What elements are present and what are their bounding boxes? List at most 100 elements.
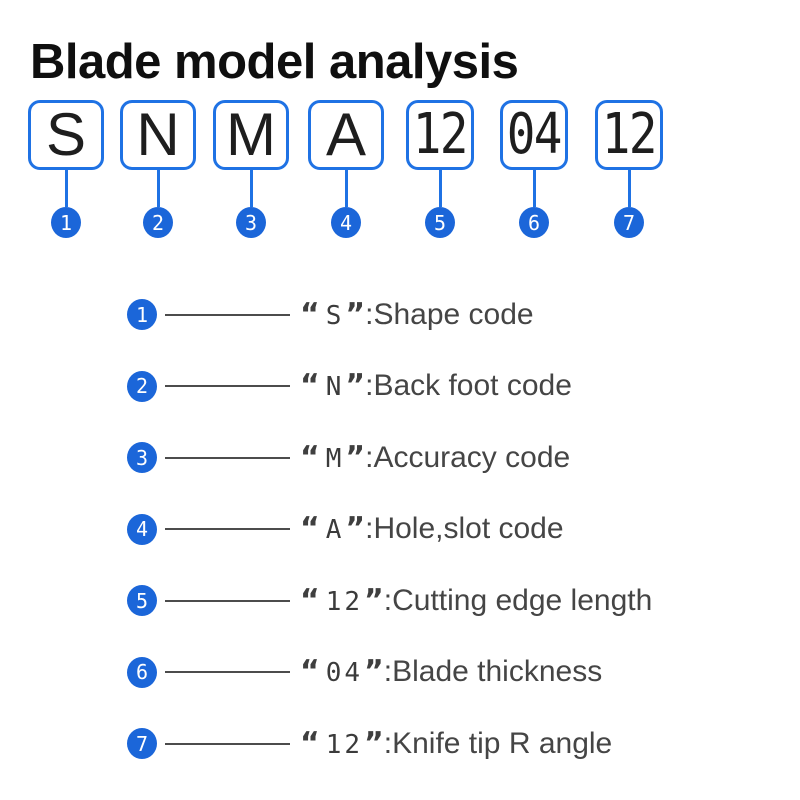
close-quote: ” (345, 296, 366, 332)
legend-line (165, 599, 290, 602)
code-box-7: 12 (595, 100, 663, 170)
colon: : (383, 655, 393, 689)
legend-code-value: 04 (325, 658, 364, 689)
code-box-6: 04 (500, 100, 568, 170)
legend-description: Cutting edge length (392, 583, 653, 617)
code-value: N (136, 101, 180, 168)
legend-code-value: N (325, 372, 345, 403)
legend-index-badge-7: 7 (127, 728, 157, 760)
connector-line (249, 170, 253, 207)
code-box-4: A (308, 100, 384, 170)
legend-index-badge-6: 6 (127, 656, 157, 688)
code-value: S (45, 101, 87, 168)
legend-row-6: 6 “ 04 ” : Blade thickness (127, 637, 652, 709)
legend-index-badge-2: 2 (127, 370, 157, 402)
connector-line (64, 170, 68, 207)
legend-index-badge-1: 1 (127, 299, 157, 331)
close-quote: ” (345, 511, 366, 547)
legend-row-7: 7 “ 12 ” : Knife tip R angle (127, 708, 652, 780)
code-value: 04 (507, 102, 563, 167)
legend-description: Blade thickness (392, 655, 603, 689)
index-badge-6: 6 (519, 207, 549, 238)
code-value: 12 (602, 102, 658, 167)
legend-text: “ 12 ” : Cutting edge length (300, 584, 652, 618)
open-quote: “ (300, 296, 320, 332)
legend-code-value: 12 (325, 586, 364, 617)
legend-text: “ A ” : Hole,slot code (300, 512, 564, 546)
colon: : (365, 512, 374, 546)
connector-line (156, 170, 160, 207)
index-badge-4: 4 (331, 207, 361, 238)
legend-line (165, 671, 290, 674)
legend-line (165, 456, 290, 459)
legend-description: Hole,slot code (373, 512, 564, 546)
legend-description: Back foot code (373, 369, 572, 403)
legend-code-value: M (325, 443, 345, 474)
legend-line (165, 313, 290, 316)
model-code-row: S 1 N 2 M 3 A 4 12 5 04 6 (0, 100, 800, 242)
colon: : (365, 369, 374, 403)
code-segment-6: 04 6 (500, 100, 568, 238)
colon: : (365, 297, 374, 331)
close-quote: ” (345, 368, 366, 404)
legend-row-3: 3 “ M ” : Accuracy code (127, 422, 652, 494)
index-badge-1: 1 (51, 207, 81, 238)
open-quote: “ (300, 368, 320, 404)
index-badge-7: 7 (614, 207, 644, 238)
legend-text: “ N ” : Back foot code (300, 369, 572, 403)
open-quote: “ (300, 725, 320, 761)
code-segment-4: A 4 (308, 100, 384, 238)
index-badge-3: 3 (236, 207, 266, 238)
close-quote: ” (364, 582, 384, 618)
code-segment-2: N 2 (120, 100, 196, 238)
legend-description: Knife tip R angle (392, 726, 613, 760)
connector-line (344, 170, 348, 207)
legend-code-value: A (325, 515, 345, 546)
colon: : (383, 726, 393, 760)
legend-row-2: 2 “ N ” : Back foot code (127, 351, 652, 423)
legend-index-badge-4: 4 (127, 513, 157, 545)
close-quote: ” (364, 654, 384, 690)
legend-row-4: 4 “ A ” : Hole,slot code (127, 494, 652, 566)
open-quote: “ (300, 511, 320, 547)
legend-text: “ M ” : Accuracy code (300, 441, 570, 475)
legend-row-1: 1 “ S ” : Shape code (127, 279, 652, 351)
legend-index-badge-5: 5 (127, 585, 157, 617)
legend-line (165, 385, 290, 388)
code-segment-5: 12 5 (406, 100, 474, 238)
code-box-2: N (120, 100, 196, 170)
connector-line (532, 170, 536, 207)
legend: 1 “ S ” : Shape code 2 “ N ” : Back foot… (127, 279, 652, 780)
legend-line (165, 528, 290, 531)
code-segment-3: M 3 (213, 100, 289, 238)
code-segment-1: S 1 (28, 100, 104, 238)
code-box-3: M (213, 100, 289, 170)
code-value: A (325, 101, 367, 168)
legend-text: “ 04 ” : Blade thickness (300, 655, 602, 689)
index-badge-2: 2 (143, 207, 173, 238)
connector-line (627, 170, 631, 207)
open-quote: “ (300, 582, 320, 618)
page-title: Blade model analysis (30, 35, 519, 89)
connector-line (438, 170, 442, 207)
legend-code-value: S (325, 300, 345, 331)
legend-code-value: 12 (325, 729, 364, 760)
close-quote: ” (345, 439, 366, 475)
legend-row-5: 5 “ 12 ” : Cutting edge length (127, 565, 652, 637)
legend-index-badge-3: 3 (127, 442, 157, 474)
close-quote: ” (364, 725, 384, 761)
code-box-1: S (28, 100, 104, 170)
code-value: 12 (413, 102, 469, 167)
open-quote: “ (300, 654, 320, 690)
index-badge-5: 5 (425, 207, 455, 238)
code-value: M (226, 101, 276, 168)
legend-text: “ 12 ” : Knife tip R angle (300, 727, 612, 761)
code-segment-7: 12 7 (595, 100, 663, 238)
colon: : (383, 583, 393, 617)
legend-description: Accuracy code (373, 440, 571, 474)
legend-line (165, 742, 290, 745)
legend-text: “ S ” : Shape code (300, 298, 534, 332)
colon: : (365, 440, 374, 474)
legend-description: Shape code (373, 297, 534, 331)
